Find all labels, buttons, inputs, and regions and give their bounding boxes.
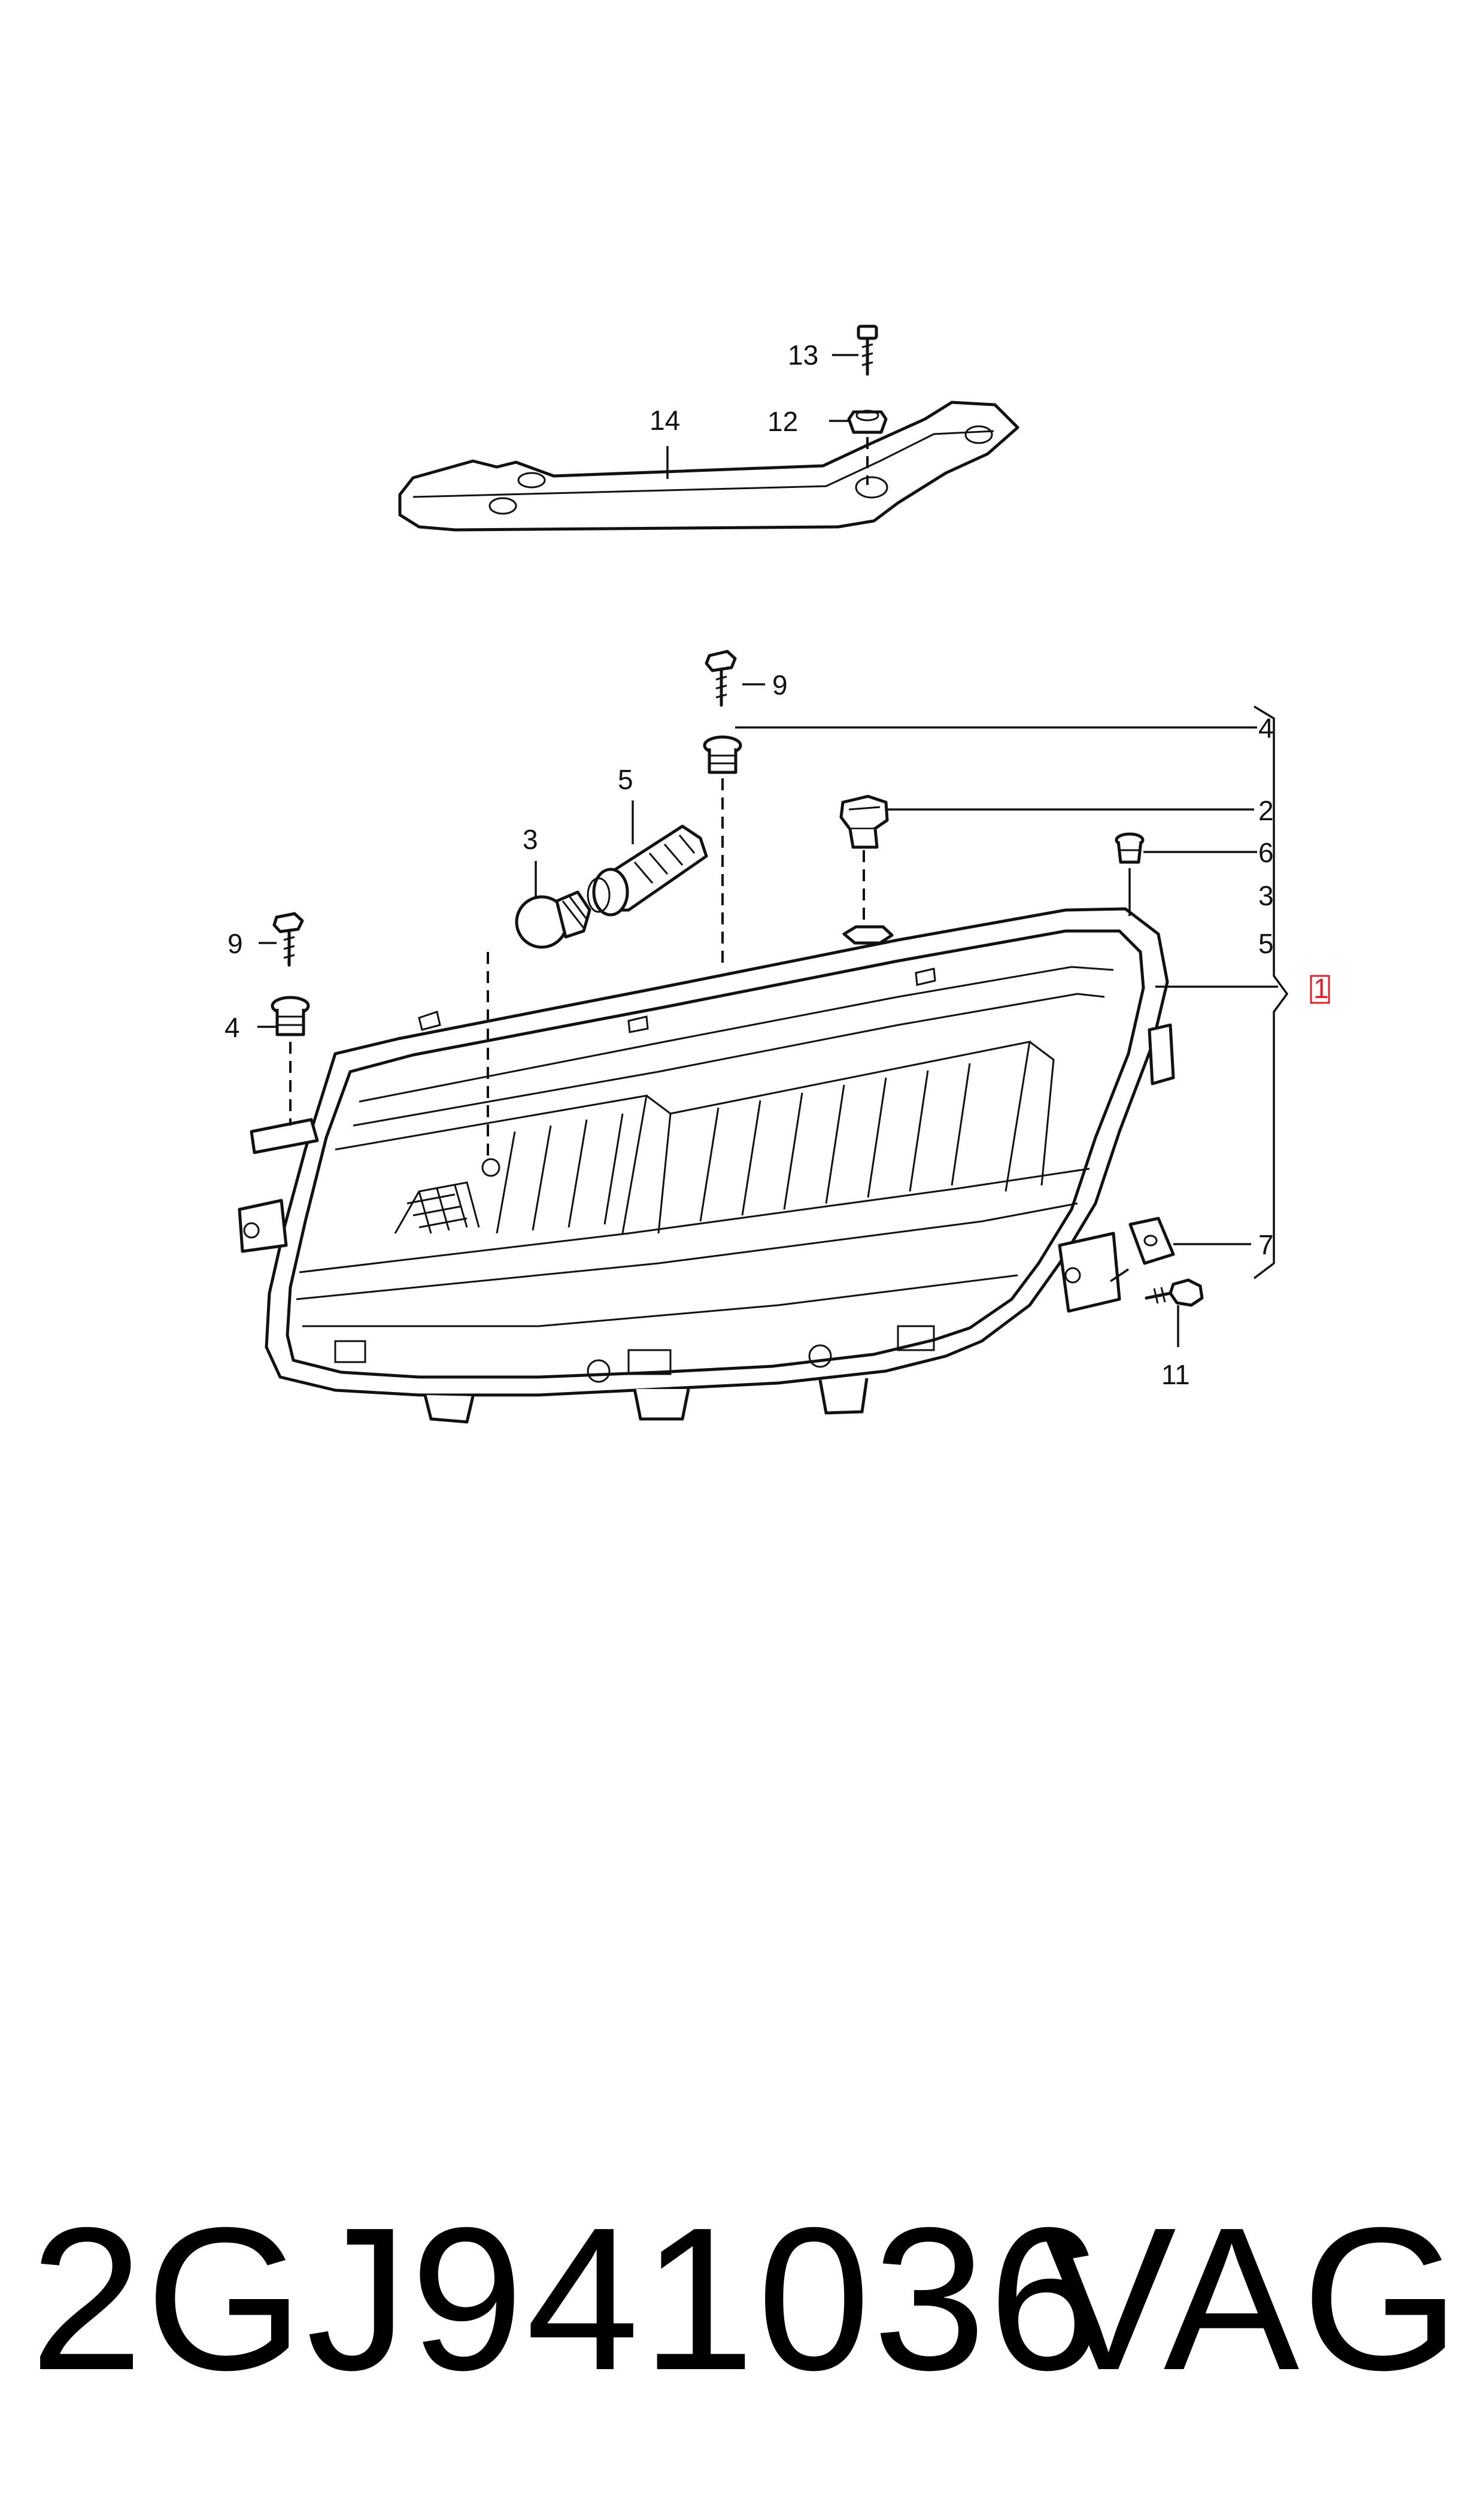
callout-11: 11 (1161, 1359, 1190, 1390)
clip-2 (839, 794, 889, 849)
bulb-socket-5 (587, 824, 708, 917)
clip-mount (842, 925, 894, 945)
part-number: 2GJ941036 (30, 2185, 1104, 2413)
nut-12 (847, 410, 888, 434)
callout-12: 12 (767, 406, 798, 437)
mounting-bracket (398, 401, 1019, 532)
callout-9-top: 9 (772, 669, 788, 700)
callout-14: 14 (650, 405, 680, 436)
leader-lines (257, 354, 1289, 1347)
callout-6: 6 (1258, 837, 1274, 868)
bulb-3 (515, 890, 591, 949)
callout-7: 7 (1258, 1229, 1274, 1260)
plug-6 (1115, 832, 1145, 864)
screw-11 (1145, 1278, 1204, 1307)
callout-5-list: 5 (1258, 928, 1274, 959)
headlight-housing (238, 907, 1175, 1424)
callout-2: 2 (1258, 795, 1274, 826)
callout-4-top: 4 (1258, 712, 1274, 744)
callout-13: 13 (788, 339, 818, 371)
callout-4-left: 4 (224, 1012, 240, 1043)
callout-3-bulb: 3 (523, 824, 538, 855)
bolt-9-left (272, 912, 304, 967)
callout-3-list: 3 (1258, 880, 1274, 911)
callout-1: 1 (1313, 973, 1329, 1004)
footer: 2GJ941036 VAG (0, 2167, 1484, 2431)
lead-7-link (1110, 1268, 1129, 1282)
bolt-9-top (705, 650, 737, 707)
clip-7 (1128, 1217, 1175, 1265)
bolt-13 (857, 325, 878, 376)
callout-5-socket: 5 (618, 764, 633, 795)
grommet-4-top (703, 735, 742, 774)
grommet-4-left (271, 996, 310, 1036)
callout-1-box (1310, 975, 1330, 1004)
brand-name: VAG (1040, 2185, 1462, 2413)
callout-9-left: 9 (227, 928, 243, 959)
exploded-parts-diagram: 13 12 14 9 4 5 3 2 6 3 5 9 4 1 7 11 (224, 325, 1330, 1424)
